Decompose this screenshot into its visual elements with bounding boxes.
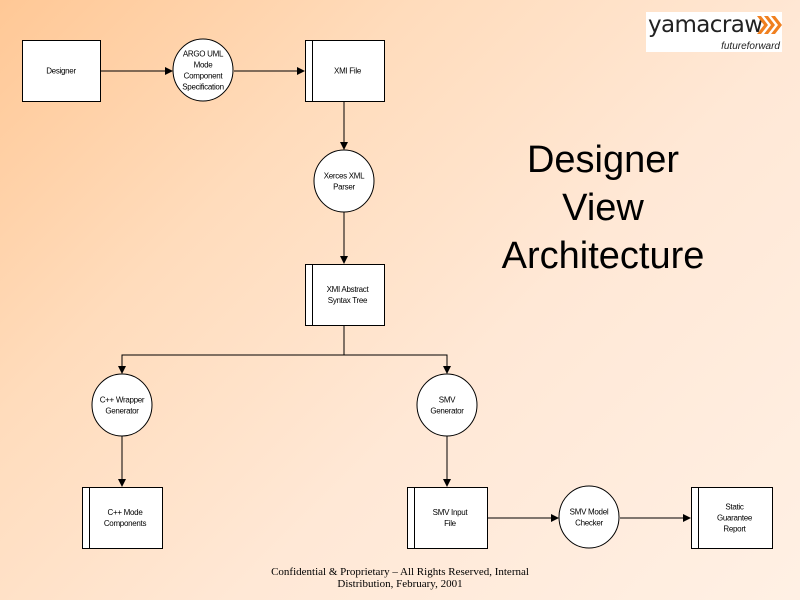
data-store-box [305, 264, 385, 326]
flow-arrow-xmi-ast-to-smv-gen [344, 354, 451, 374]
node-label: XMI File [334, 67, 362, 76]
process-circle [91, 373, 153, 437]
data-store-box [691, 487, 773, 549]
slide-title: Designer View Architecture [470, 136, 736, 280]
node-label: Specification [182, 83, 223, 92]
process-circle [172, 38, 234, 102]
node-label: Syntax Tree [328, 296, 368, 305]
logo-tagline: futureforward [721, 41, 780, 52]
external-entity-box [22, 40, 101, 102]
data-store-box [305, 40, 385, 102]
node-xerces-parser: Xerces XML Parser [313, 149, 375, 213]
title-line: View [562, 187, 644, 229]
node-label: Generator [430, 407, 464, 416]
node-label: C++ Mode [108, 508, 144, 517]
confidentiality-footer: Confidential & Proprietary – All Rights … [200, 566, 600, 590]
node-label: SMV [439, 396, 456, 405]
node-label: Designer [46, 67, 76, 76]
node-label: XMI Abstract [327, 285, 370, 294]
node-xmi-file: XMI File [305, 40, 385, 102]
node-label: SMV Model [570, 508, 609, 517]
footer-line-2: Distribution, February, 2001 [337, 578, 463, 590]
node-label: Checker [575, 519, 603, 528]
node-label: File [444, 519, 457, 528]
node-label: Report [723, 525, 746, 534]
node-smv-gen: SMV Generator [416, 373, 478, 437]
node-label: Mode [194, 61, 214, 70]
data-store-box [407, 487, 488, 549]
data-store-box [82, 487, 163, 549]
footer-line-1: Confidential & Proprietary – All Rights … [271, 566, 529, 578]
node-label: Xerces XML [324, 172, 365, 181]
flow-arrow-xmi-ast-to-cpp-wrapper-gen [118, 325, 345, 374]
triple-chevron-right-icon [757, 16, 782, 34]
process-circle [416, 373, 478, 437]
node-label: Parser [333, 183, 355, 192]
title-line: Architecture [501, 235, 705, 277]
node-label: SMV Input [433, 508, 469, 517]
node-label: ARGO UML [183, 50, 224, 59]
title-line: Designer [526, 139, 680, 181]
node-label: Generator [105, 407, 139, 416]
process-circle [558, 485, 620, 549]
logo-wordmark: yamacraw [648, 12, 763, 38]
process-circle [313, 149, 375, 213]
node-label: Components [104, 519, 147, 528]
node-designer: Designer [22, 40, 101, 102]
node-label: Guarantee [717, 514, 753, 523]
yamacraw-logo: yamacraw futureforward [646, 12, 782, 52]
node-label: Static [725, 503, 744, 512]
node-label: C++ Wrapper [100, 396, 145, 405]
node-label: Component [184, 72, 224, 81]
